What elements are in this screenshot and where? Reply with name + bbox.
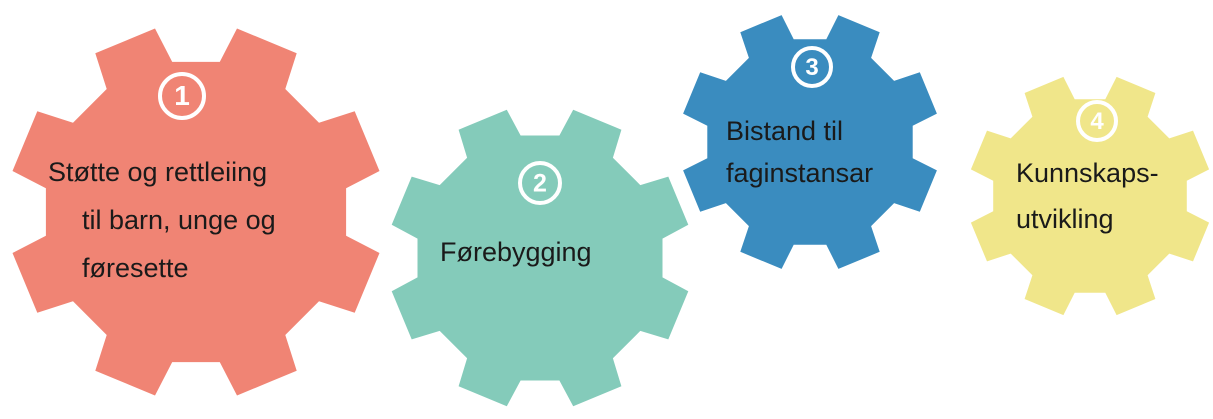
step-2-label: Førebygging (440, 232, 592, 272)
gear-3-body (683, 15, 937, 269)
step-1-label-line-1: Støtte og rettleiing (48, 157, 268, 187)
gear-4: 4 (970, 76, 1210, 316)
gear-2: 2 (391, 109, 689, 407)
step-1-label: Støtte og rettleiing til barn, unge og f… (48, 148, 276, 292)
gear-4-body (970, 76, 1210, 316)
step-3-label: Bistand til faginstansar (726, 110, 873, 194)
step-3-label-line-1: Bistand til (726, 116, 844, 146)
step-1-number: 1 (174, 80, 190, 111)
step-1-number-circle (158, 72, 206, 120)
step-4-number-circle (1076, 100, 1118, 142)
step-3-number-circle (791, 46, 833, 88)
step-1-label-line-3: føresette (82, 253, 189, 283)
gear-2-body (391, 109, 689, 407)
step-4-label: Kunnskaps- utvikling (1016, 150, 1159, 242)
gear-1: 1 (12, 28, 380, 396)
step-4-number: 4 (1090, 108, 1104, 135)
step-1-label-line-2: til barn, unge og (82, 205, 276, 235)
step-4-label-line-2: utvikling (1016, 204, 1114, 234)
step-3-number: 3 (805, 54, 818, 81)
step-2-label-line-1: Førebygging (440, 237, 592, 267)
gear-3: 3 (683, 15, 937, 269)
step-2-number: 2 (533, 169, 547, 197)
step-4-label-line-1: Kunnskaps- (1016, 158, 1159, 188)
step-2-number-circle (518, 161, 562, 205)
gear-1-body (12, 28, 380, 396)
step-3-label-line-2: faginstansar (726, 158, 874, 188)
